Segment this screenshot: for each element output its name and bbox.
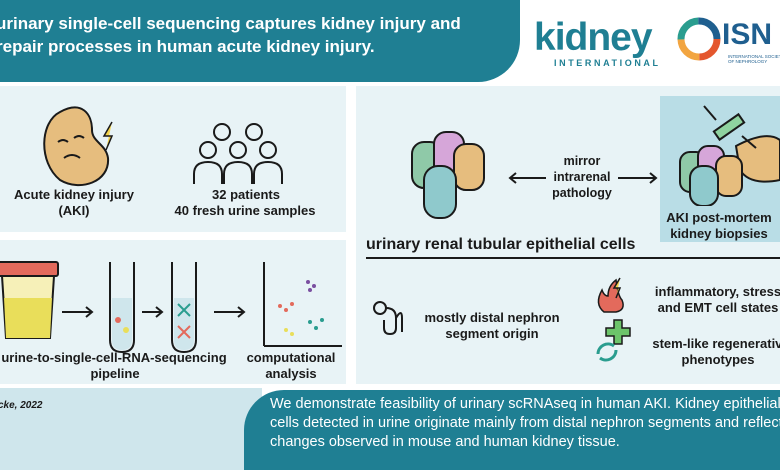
isn-text: ISN: [722, 18, 773, 51]
kidney-international-logo: kidney INTERNATIONAL: [534, 16, 664, 69]
nephron-icon: [373, 301, 403, 336]
logo-kidney-text: kidney: [534, 16, 653, 59]
section-divider: [366, 257, 780, 259]
pipeline-panel: urine-to-single-cell-RNA-sequencing pipe…: [0, 240, 346, 384]
mirror-line3: pathology: [552, 186, 612, 200]
stem-line1: stem-like regenerative: [652, 336, 780, 351]
origin-line1: mostly distal nephron: [424, 310, 560, 325]
analysis-label-line1: computational: [246, 350, 336, 365]
fire-bolt-icon: [597, 277, 624, 313]
isn-logo: ISN INTERNATIONAL SOCIETY OF NEPHROLOGY: [676, 16, 780, 66]
page-title: urinary single-cell sequencing captures …: [0, 14, 461, 56]
states-line2: and EMT cell states: [657, 300, 779, 315]
bidirectional-arrow-icon: [508, 172, 658, 184]
citation-box: cke, 2022: [0, 388, 262, 470]
regeneration-icon: [596, 319, 631, 362]
isn-ring-icon: [677, 17, 721, 61]
origin-line2: segment origin: [445, 326, 539, 341]
isn-subtext: INTERNATIONAL SOCIETY OF NEPHROLOGY: [728, 54, 780, 64]
summary-banner: We demonstrate feasibility of urinary sc…: [244, 390, 780, 470]
logo-international-text: INTERNATIONAL: [554, 58, 661, 68]
aki-label: Acute kidney injury (AKI): [14, 187, 134, 218]
section-title: urinary renal tubular epithelial cells: [366, 236, 636, 253]
biopsy-syringe-icon: [679, 105, 780, 206]
mirror-line1: mirror: [563, 154, 601, 168]
biopsy-line2: kidney biopsies: [670, 226, 768, 241]
patients-count: 32 patients: [212, 187, 280, 202]
biopsy-box: AKI post-mortem kidney biopsies: [660, 96, 780, 242]
states-line1: inflammatory, stress: [654, 284, 780, 299]
pipeline-label-line1: urine-to-single-cell-RNA-sequencing: [1, 350, 227, 365]
summary-text: We demonstrate feasibility of urinary sc…: [270, 396, 780, 450]
stem-line2: phenotypes: [681, 352, 755, 367]
analysis-label-line2: analysis: [265, 366, 317, 381]
patients-panel: Acute kidney injury (AKI) 32 patients 40…: [0, 86, 346, 232]
cell-cluster-icon: [411, 131, 485, 219]
patients-group-icon: [193, 123, 283, 184]
mirror-line2: intrarenal: [553, 170, 611, 184]
samples-count: 40 fresh urine samples: [174, 203, 316, 218]
citation-text: cke, 2022: [0, 400, 43, 411]
header-banner: urinary single-cell sequencing captures …: [0, 0, 520, 82]
biopsy-line1: AKI post-mortem: [666, 210, 772, 225]
urine-cup-icon: [0, 261, 59, 339]
pipeline-arrows-and-tubes: [62, 262, 342, 354]
pipeline-label-line2: pipeline: [90, 366, 140, 381]
tubular-cells-panel: mirror intrarenal pathology AKI post-mor…: [356, 86, 780, 384]
sad-kidney-icon: [43, 106, 114, 186]
